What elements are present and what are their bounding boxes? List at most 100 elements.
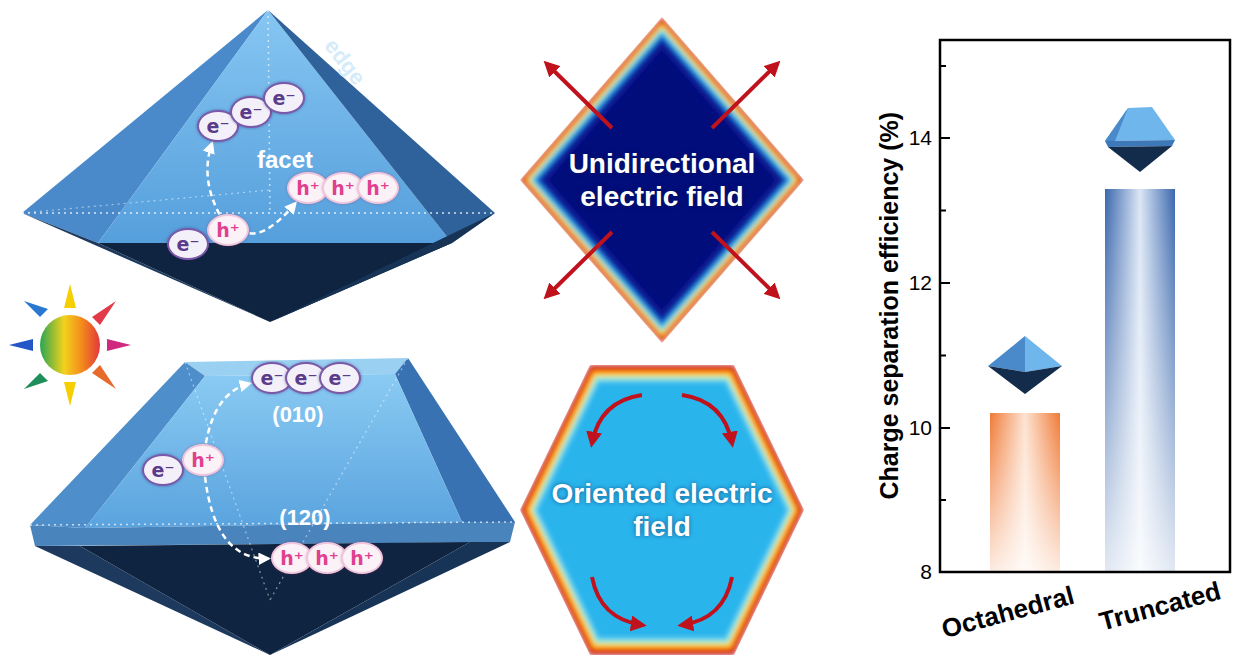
field-arrow bbox=[712, 232, 777, 296]
carrier-label: e⁻ bbox=[207, 117, 230, 136]
bar-chart-part bbox=[1105, 140, 1175, 147]
octahedral-crystal-part bbox=[98, 10, 452, 243]
field-arrow bbox=[592, 577, 642, 625]
bar-chart-part-part bbox=[940, 137, 950, 139]
field-arrow bbox=[712, 64, 777, 128]
light-source-part bbox=[64, 382, 76, 406]
field-arrow bbox=[547, 64, 612, 128]
carrier-label: h⁺ bbox=[331, 179, 355, 198]
bar-chart-part bbox=[988, 366, 1062, 394]
field-band bbox=[548, 50, 775, 311]
carrier-label: h⁺ bbox=[350, 549, 374, 568]
field-band bbox=[520, 17, 804, 343]
facet-label: facet bbox=[257, 147, 313, 173]
truncated-crystal-part bbox=[185, 362, 270, 600]
field-band bbox=[524, 369, 799, 650]
field-band bbox=[531, 377, 792, 644]
bar-chart-part bbox=[1108, 146, 1172, 172]
hole-circle: h⁺ bbox=[341, 542, 383, 574]
field-band bbox=[524, 21, 801, 339]
bar-chart-part-part bbox=[940, 427, 950, 429]
bar-chart-part-part bbox=[940, 210, 946, 212]
carrier-label: e⁻ bbox=[261, 369, 284, 388]
field-band bbox=[532, 31, 792, 329]
hole-circle: h⁺ bbox=[182, 444, 224, 476]
carrier-label: e⁻ bbox=[240, 103, 263, 122]
truncated-crystal-part bbox=[270, 358, 408, 600]
field-outline bbox=[520, 17, 804, 343]
truncated-crystal bbox=[30, 358, 515, 655]
light-source-part bbox=[9, 339, 33, 351]
hole-circle: h⁺ bbox=[357, 172, 399, 204]
hole-circle: h⁺ bbox=[207, 214, 249, 246]
tick-label: 10 bbox=[909, 416, 932, 439]
bar-chart-part bbox=[940, 66, 950, 572]
migration-arrow bbox=[207, 143, 219, 214]
electron-circle: e⁻ bbox=[263, 82, 305, 114]
bar-chart-part bbox=[1105, 189, 1175, 572]
light-source-part bbox=[24, 301, 48, 317]
carrier-label: e⁻ bbox=[329, 369, 352, 388]
carrier-label: h⁺ bbox=[366, 179, 390, 198]
light-source-part bbox=[107, 339, 131, 351]
field-band bbox=[520, 365, 804, 655]
field-band bbox=[539, 384, 786, 636]
field-diamond: Unidirectional electric field bbox=[520, 17, 804, 343]
bar-chart bbox=[940, 40, 1230, 572]
light-source-part bbox=[64, 284, 76, 308]
carrier-label: e⁻ bbox=[295, 369, 318, 388]
bar-chart-part bbox=[1105, 189, 1175, 572]
bar-chart-part-part bbox=[940, 355, 946, 357]
category-label: Octahedral bbox=[939, 581, 1078, 644]
bar-chart-part bbox=[1105, 107, 1175, 141]
octahedral-crystal-part bbox=[268, 10, 495, 243]
field-map bbox=[520, 365, 804, 655]
tick-label: 12 bbox=[909, 271, 932, 294]
light-source-part bbox=[40, 315, 100, 375]
truncated-crystal-part bbox=[270, 542, 510, 655]
octahedral-crystal-part bbox=[22, 190, 270, 213]
carrier-label: h⁺ bbox=[216, 221, 240, 240]
bar-chart-part bbox=[1105, 108, 1128, 141]
tick-label: 8 bbox=[920, 560, 932, 583]
migration-arrow bbox=[250, 203, 296, 233]
migration-arrow bbox=[206, 384, 250, 444]
octahedral-crystal bbox=[22, 10, 495, 322]
bar-chart-part-part bbox=[940, 65, 946, 67]
field-label: Unidirectional electric field bbox=[547, 147, 777, 213]
field-outline bbox=[520, 365, 804, 655]
light-source-part bbox=[92, 301, 116, 325]
electron-circle: e⁻ bbox=[319, 362, 361, 394]
octahedral-crystal-part bbox=[98, 243, 452, 322]
field-band bbox=[540, 40, 784, 320]
bar-chart-part-part bbox=[940, 499, 946, 501]
light-source-part bbox=[24, 373, 48, 389]
field-arrow bbox=[682, 395, 732, 443]
carrier-label: e⁻ bbox=[273, 89, 296, 108]
edge-label: edge bbox=[320, 34, 371, 89]
facet-index: (010) bbox=[272, 403, 323, 427]
tick-label: 14 bbox=[909, 126, 932, 149]
migration-arrow bbox=[205, 477, 269, 559]
bar-chart-part bbox=[940, 40, 1230, 572]
bar-chart-part bbox=[1025, 336, 1062, 372]
carrier-label: h⁺ bbox=[296, 179, 320, 198]
axis-title: Charge separation efficiency (%) bbox=[876, 112, 904, 500]
field-band bbox=[526, 24, 797, 335]
light-source-part bbox=[92, 365, 116, 389]
carrier-label: e⁻ bbox=[152, 461, 175, 480]
truncated-crystal-part bbox=[80, 542, 470, 655]
field-label: Oriented electric field bbox=[547, 477, 777, 543]
field-arrow bbox=[592, 395, 642, 443]
octahedral-crystal-part bbox=[22, 212, 495, 214]
bar-chart-part-part bbox=[940, 571, 950, 573]
field-map bbox=[520, 17, 804, 343]
field-band bbox=[535, 380, 789, 640]
bar-chart-part bbox=[988, 336, 1025, 372]
octahedral-crystal-part bbox=[270, 213, 495, 322]
light-source bbox=[9, 284, 131, 406]
carrier-label: h⁺ bbox=[191, 451, 215, 470]
field-hexagon: Oriented electric field bbox=[520, 365, 804, 655]
